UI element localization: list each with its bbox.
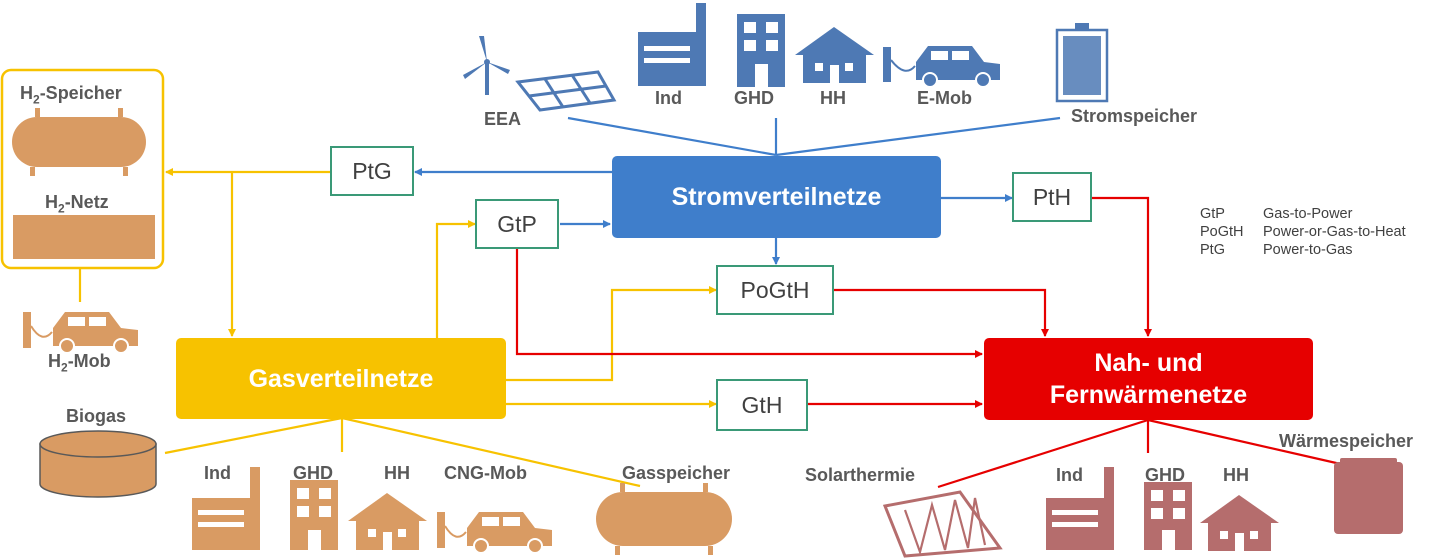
gas-industry-icon (192, 467, 260, 550)
office-building-icon (737, 14, 785, 87)
heat-industry-icon (1046, 467, 1114, 550)
h2-group-frame (0, 68, 165, 270)
h2-speicher-label: H2-Speicher (20, 83, 122, 107)
h2-pipeline-network-icon (13, 215, 155, 259)
legend-desc: Power-to-Gas (1263, 242, 1353, 258)
waerme-ind-label: Ind (1056, 465, 1083, 485)
waerme-ghd-label: GHD (1145, 465, 1185, 485)
gth-converter[interactable]: GtH (716, 379, 808, 431)
pth-label: PtH (1032, 183, 1072, 210)
legend-row: PoGtH Power-or-Gas-to-Heat (1200, 223, 1406, 241)
gasverteilnetze-label: Gasverteilnetze (248, 364, 434, 393)
strom-connections (414, 116, 1061, 265)
h2-mob-label: H2-Mob (48, 351, 111, 375)
biogas-tank-icon (39, 430, 157, 498)
heat-house-icon (1200, 495, 1279, 551)
waermenetze-label-line1: Nah- und (1094, 349, 1203, 377)
solar-thermal-collector-icon (882, 490, 1003, 558)
h2-netz-label: H2-Netz (45, 192, 109, 216)
solarthermie-label: Solarthermie (805, 465, 916, 485)
industry-icon (638, 3, 706, 86)
legend-desc: Gas-to-Power (1263, 206, 1353, 222)
stromverteilnetze-label: Stromverteilnetze (671, 183, 882, 211)
biogas-label: Biogas (66, 406, 127, 426)
pogth-label: PoGtH (740, 276, 810, 303)
gtp-label: GtP (497, 210, 537, 237)
eea-label: EEA (484, 109, 522, 129)
waerme-connections (515, 196, 1346, 489)
pogth-converter[interactable]: PoGtH (716, 265, 834, 315)
emob-label: E-Mob (917, 88, 972, 108)
waerme-hh-label: HH (1223, 465, 1249, 485)
electric-car-icon (883, 46, 1000, 88)
gas-hh-label: HH (384, 463, 410, 483)
h2-storage-tank-icon (12, 108, 146, 176)
wind-turbine-icon (463, 36, 510, 95)
gas-office-building-icon (290, 480, 338, 550)
waermenetze-hub[interactable]: Nah- und Fernwärmenetze (984, 338, 1313, 420)
heat-storage-icon (1334, 458, 1403, 534)
stromspeicher-label: Stromspeicher (1071, 106, 1198, 126)
gas-storage-tank-icon (596, 483, 732, 555)
h2-car-icon (23, 312, 138, 354)
waermenetze-label-line2: Fernwärmenetze (1049, 381, 1248, 409)
gas-house-icon (348, 493, 427, 550)
gas-connections (78, 168, 717, 488)
cng-mob-label: CNG-Mob (444, 463, 527, 483)
gasverteilnetze-hub[interactable]: Gasverteilnetze (176, 338, 506, 419)
legend-row: GtP Gas-to-Power (1200, 205, 1406, 223)
legend-abbr: GtP (1200, 206, 1225, 222)
ptg-label: PtG (352, 157, 392, 184)
legend-abbr: PtG (1200, 242, 1225, 258)
strom-hh-label: HH (820, 88, 846, 108)
cng-car-icon (437, 512, 552, 554)
abbreviation-legend: GtP Gas-to-Power PoGtH Power-or-Gas-to-H… (1200, 205, 1406, 259)
heat-office-building-icon (1144, 482, 1192, 550)
gtp-converter[interactable]: GtP (475, 199, 559, 249)
stromverteilnetze-hub[interactable]: Stromverteilnetze (612, 156, 941, 238)
ptg-converter[interactable]: PtG (330, 146, 414, 196)
legend-abbr: PoGtH (1200, 224, 1244, 240)
strom-ind-label: Ind (655, 88, 682, 108)
waermespeicher-label: Wärmespeicher (1279, 431, 1414, 451)
strom-ghd-label: GHD (734, 88, 774, 108)
gth-label: GtH (741, 391, 783, 418)
gas-ind-label: Ind (204, 463, 231, 483)
battery-icon (1055, 23, 1109, 103)
solar-panel-icon (515, 70, 617, 112)
house-icon (795, 27, 874, 83)
gasspeicher-label: Gasspeicher (622, 463, 731, 483)
legend-row: PtG Power-to-Gas (1200, 241, 1406, 259)
gas-ghd-label: GHD (293, 463, 333, 483)
legend-desc: Power-or-Gas-to-Heat (1263, 224, 1406, 240)
pth-converter[interactable]: PtH (1012, 172, 1092, 222)
